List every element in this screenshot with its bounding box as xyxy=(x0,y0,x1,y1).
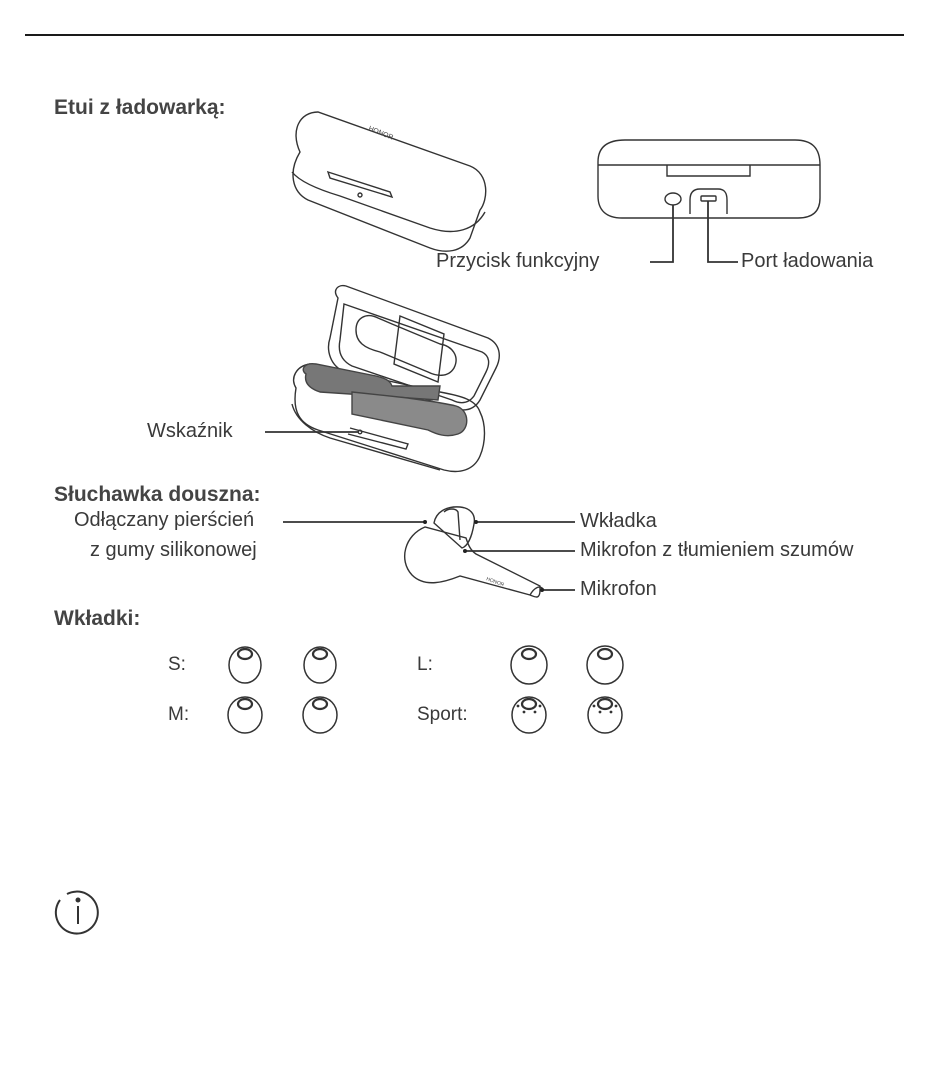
size-l-label: L: xyxy=(417,654,433,676)
noise-mic-label: Mikrofon z tłumieniem szumów xyxy=(580,539,853,562)
case-back-illustration xyxy=(598,140,820,218)
ring-label-line1: Odłączany pierścień xyxy=(74,509,254,532)
case-led-dot xyxy=(358,193,362,197)
size-m-label: M: xyxy=(168,704,189,726)
function-button-shape xyxy=(665,193,681,205)
eartip-label: Wkładka xyxy=(580,510,657,533)
indicator-label: Wskaźnik xyxy=(147,420,233,443)
eartip-l-1 xyxy=(511,646,547,684)
ring-label-line2: z gumy silikonowej xyxy=(90,539,257,562)
size-sport-label: Sport: xyxy=(417,704,468,726)
usb-port-slot xyxy=(701,196,716,201)
eartip-sport-1 xyxy=(512,697,546,733)
earbud-heading: Słuchawka douszna: xyxy=(54,483,261,507)
mic-label: Mikrofon xyxy=(580,578,657,601)
eartip-m-1 xyxy=(228,697,262,733)
eartip-m-2 xyxy=(303,697,337,733)
earbud-brand-text: HONOR xyxy=(485,576,505,588)
eartip-l-2 xyxy=(587,646,623,684)
function-button-label: Przycisk funkcyjny xyxy=(436,250,599,273)
size-s-label: S: xyxy=(168,654,186,676)
eartip-s-1 xyxy=(229,647,261,683)
eartip-s-2 xyxy=(304,647,336,683)
eartips-heading: Wkładki: xyxy=(54,607,140,631)
indicator-dot xyxy=(358,430,362,434)
charging-port-label: Port ładowania xyxy=(741,250,873,273)
eartip-sport-2 xyxy=(588,697,622,733)
case-brand-text: HONOR xyxy=(367,125,394,141)
